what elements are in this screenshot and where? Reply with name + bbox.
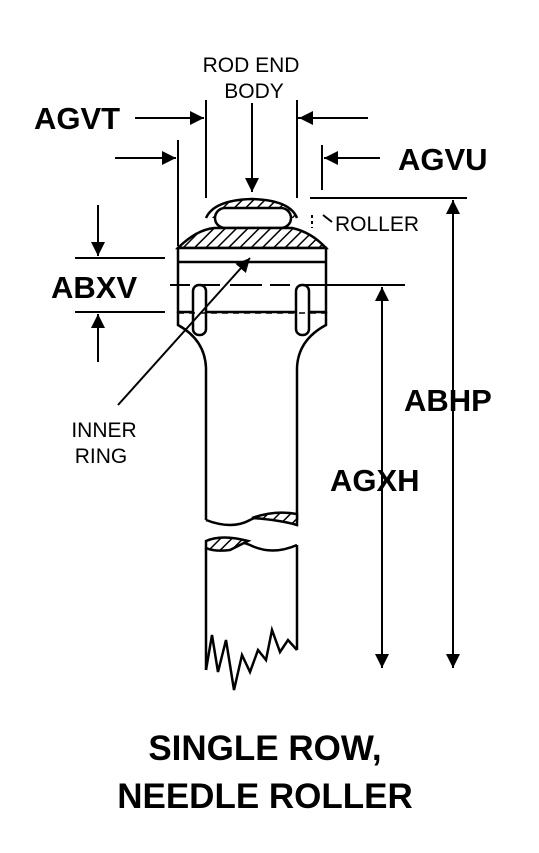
caption-line2: NEEDLE ROLLER — [117, 777, 413, 816]
shank-lower — [204, 545, 299, 670]
agvt-label: AGVT — [34, 101, 120, 136]
right-slot — [294, 283, 311, 337]
rod-end-part — [174, 197, 329, 691]
needle-roller — [213, 206, 293, 230]
roller-label: ROLLER — [335, 213, 419, 236]
shank-broken-end — [204, 625, 298, 691]
abxv-label: ABXV — [51, 270, 137, 305]
agxh-label: AGXH — [330, 463, 420, 498]
agvu-label: AGVU — [398, 142, 488, 177]
shank-upper — [176, 312, 328, 520]
caption-line1: SINGLE ROW, — [148, 729, 381, 768]
abhp-label: ABHP — [404, 383, 492, 418]
inner-ring-label-line1: INNER — [71, 419, 136, 442]
inner-ring — [174, 226, 329, 250]
dimension-lines — [75, 100, 467, 668]
rod-end-body-label-line1: ROD END — [203, 54, 300, 77]
rod-end-body-label-line2: BODY — [224, 80, 284, 103]
inner-ring-label-line2: RING — [75, 445, 128, 468]
